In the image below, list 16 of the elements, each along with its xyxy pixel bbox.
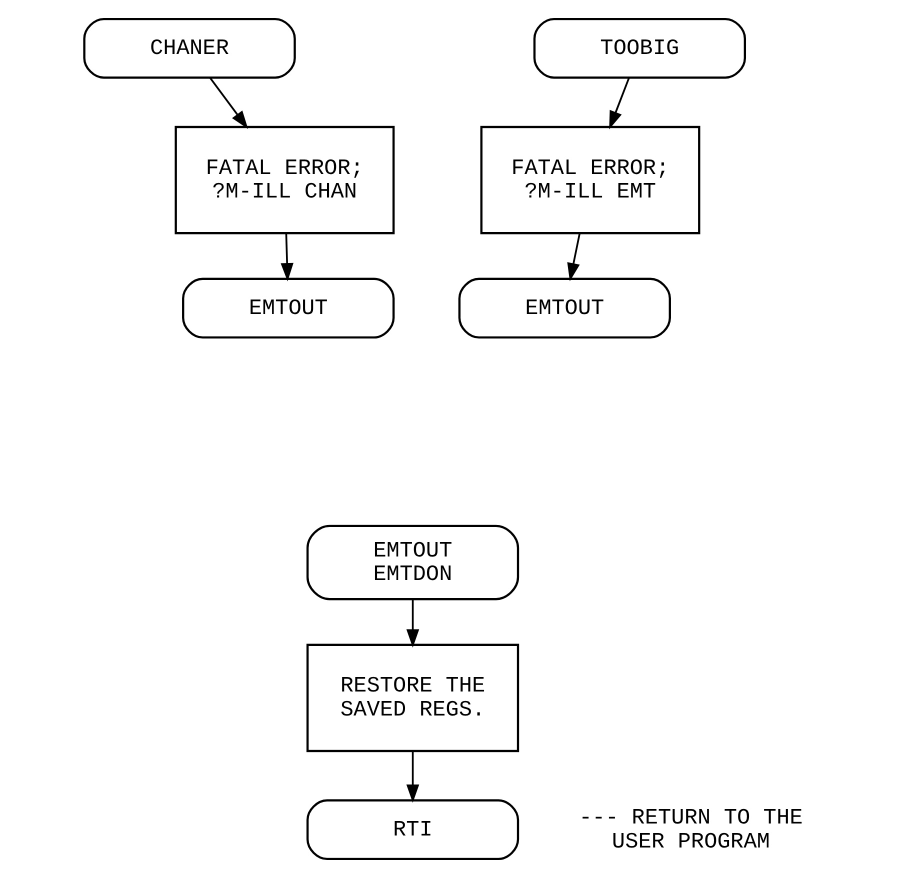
node-box: TOOBIG xyxy=(533,18,746,79)
node-box: EMTOUT xyxy=(182,278,395,339)
arrow xyxy=(406,600,420,648)
node-box: FATAL ERROR; ?M-ILL EMT xyxy=(480,126,700,234)
node-box: CHANER xyxy=(83,18,296,79)
node-box: RESTORE THE SAVED REGS. xyxy=(306,644,520,752)
node-box: RTI xyxy=(306,799,520,860)
arrow xyxy=(609,78,630,130)
node-box: EMTOUT EMTDON xyxy=(306,524,520,600)
node-box: FATAL ERROR; ?M-ILL CHAN xyxy=(174,126,395,234)
arrow xyxy=(406,751,420,803)
node-box: EMTOUT xyxy=(458,278,671,339)
arrow xyxy=(280,233,294,282)
arrow xyxy=(567,233,581,282)
node-label: --- RETURN TO THE USER PROGRAM xyxy=(579,805,803,854)
arrow xyxy=(209,77,248,129)
